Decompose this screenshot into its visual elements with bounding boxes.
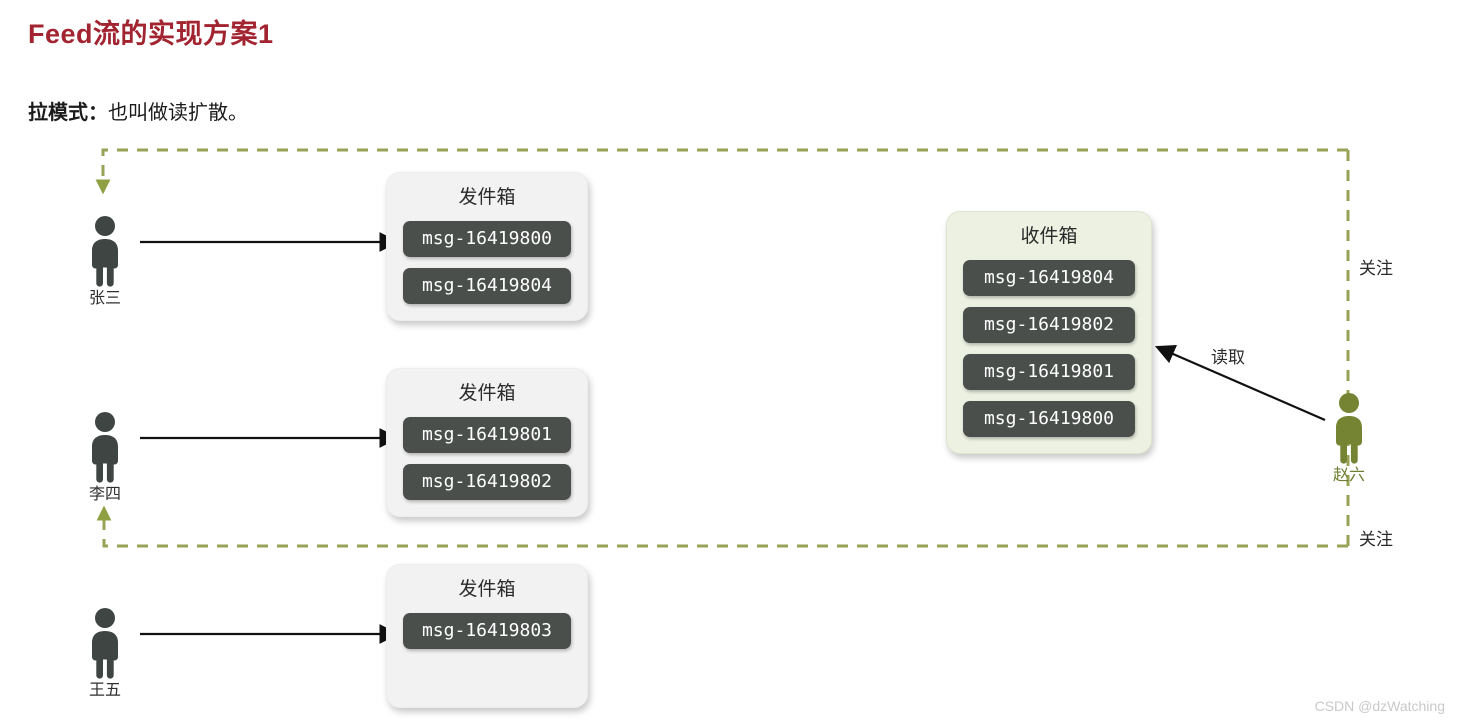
message-chip[interactable]: msg-16419800	[403, 221, 571, 257]
message-chip[interactable]: msg-16419804	[963, 260, 1135, 296]
user-lisi[interactable]: 李四	[75, 411, 135, 505]
message-chip[interactable]: msg-16419801	[963, 354, 1135, 390]
message-chip[interactable]: msg-16419801	[403, 417, 571, 453]
user-name: 张三	[88, 290, 121, 307]
user-zhangsan[interactable]: 张三	[75, 215, 135, 309]
outbox-zhangsan[interactable]: 发件箱 msg-16419800 msg-16419804	[386, 172, 588, 321]
outbox-lisi[interactable]: 发件箱 msg-16419801 msg-16419802	[386, 368, 588, 517]
follow-path-bottom	[96, 440, 1350, 548]
edge-label-follow-top: 关注	[1359, 259, 1393, 278]
page-subtitle: 拉模式：也叫做读扩散。	[28, 96, 248, 125]
person-icon	[1336, 393, 1362, 464]
user-wangwu[interactable]: 王五	[75, 607, 135, 701]
outbox-title: 发件箱	[458, 383, 516, 404]
inbox-zhaoliu[interactable]: 收件箱 msg-16419804 msg-16419802 msg-164198…	[946, 211, 1152, 454]
message-chip[interactable]: msg-16419804	[403, 268, 571, 304]
person-icon	[92, 216, 118, 287]
person-icon	[92, 608, 118, 679]
edge-label-read: 读取	[1211, 348, 1245, 367]
user-name: 李四	[88, 486, 121, 503]
user-name: 王五	[88, 682, 121, 699]
subtitle-rest: 也叫做读扩散。	[108, 102, 248, 124]
watermark: CSDN @dzWatching	[1314, 698, 1445, 714]
subtitle-lead: 拉模式：	[28, 102, 108, 124]
page-title: Feed流的实现方案1	[28, 19, 274, 49]
user-name: 赵六	[1332, 467, 1365, 484]
message-chip[interactable]: msg-16419802	[963, 307, 1135, 343]
outbox-title: 发件箱	[458, 579, 516, 600]
follow-path-top	[95, 148, 1350, 400]
outbox-title: 发件箱	[458, 187, 516, 208]
inbox-title: 收件箱	[1020, 226, 1078, 247]
message-chip[interactable]: msg-16419803	[403, 613, 571, 649]
message-chip[interactable]: msg-16419800	[963, 401, 1135, 437]
arrow-read-inbox	[1154, 344, 1326, 422]
outbox-wangwu[interactable]: 发件箱 msg-16419803	[386, 564, 588, 708]
user-zhaoliu[interactable]: 赵六	[1319, 392, 1379, 486]
edge-label-follow-bottom: 关注	[1359, 530, 1393, 549]
message-chip[interactable]: msg-16419802	[403, 464, 571, 500]
person-icon	[92, 412, 118, 483]
